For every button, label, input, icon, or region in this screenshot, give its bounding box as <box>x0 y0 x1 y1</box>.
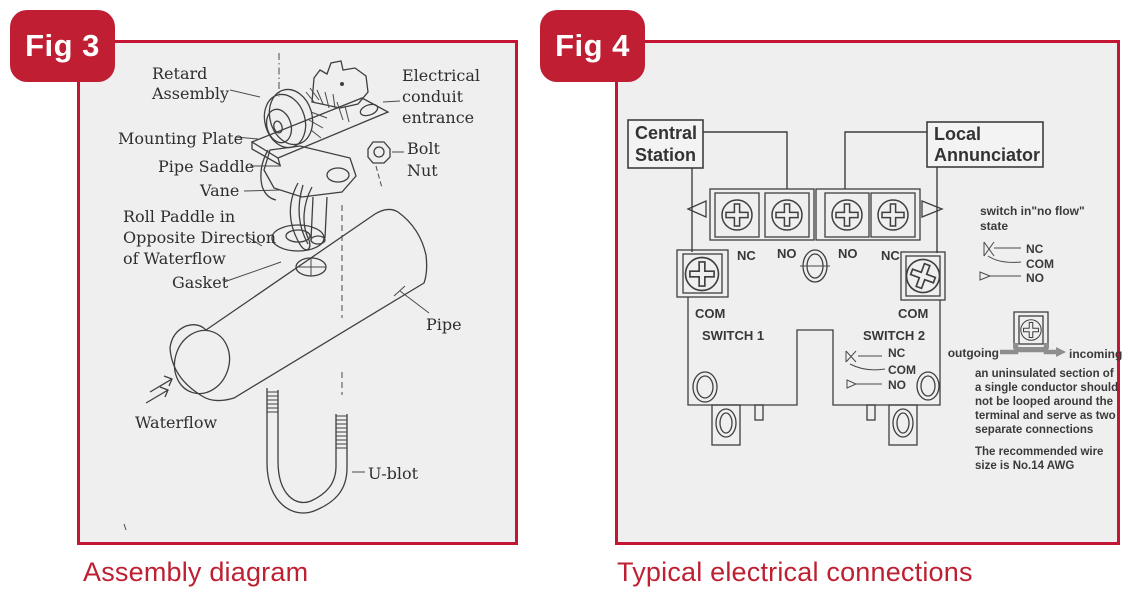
label-bolt: Bolt <box>407 139 441 158</box>
fig3-leader-lines <box>123 89 430 531</box>
central-station-label-1: Central <box>635 123 697 143</box>
label-pipe-saddle: Pipe Saddle <box>158 157 254 176</box>
label-roll-paddle-2: Opposite Direction <box>123 228 276 247</box>
terminal-row-labels: NC NO NO NC <box>737 246 900 263</box>
legend-com: COM <box>1026 257 1054 271</box>
outgoing-label: outgoing <box>948 346 999 360</box>
u-bolt-threads <box>267 391 347 449</box>
label-roll-paddle-1: Roll Paddle in <box>123 207 235 226</box>
label-pipe: Pipe <box>426 315 462 334</box>
warning-line-1: an uninsulated section of <box>975 368 1114 380</box>
com-screw-right <box>900 251 946 301</box>
fig3-badge-label: Fig 3 <box>25 28 100 63</box>
label-waterflow: Waterflow <box>135 413 217 432</box>
switch1-label: SWITCH 1 <box>702 328 764 343</box>
fig4-wires <box>691 131 938 253</box>
incoming-label: incoming <box>1069 347 1122 361</box>
row-label-no1: NO <box>777 246 797 261</box>
detector-assembly-drawing <box>250 60 390 277</box>
label-vane: Vane <box>199 181 239 200</box>
right-arrow-tab <box>921 200 944 218</box>
warning-line-4: terminal and serve as two <box>975 410 1116 422</box>
com-left-label: COM <box>695 306 725 321</box>
com-screw-left <box>676 249 729 298</box>
switch2-com: COM <box>888 363 916 377</box>
recommendation-line-2: size is No.14 AWG <box>975 460 1074 472</box>
terminal-strip <box>686 188 944 283</box>
local-annunciator-label-2: Annunciator <box>934 145 1040 165</box>
fig3-badge: Fig 3 <box>10 10 115 82</box>
local-annunciator-box: Local Annunciator <box>926 121 1044 168</box>
warning-line-3: not be looped around the <box>975 396 1113 408</box>
label-gasket: Gasket <box>172 273 229 292</box>
recommendation-line-1: The recommended wire <box>975 446 1103 458</box>
central-station-box: Central Station <box>627 119 704 169</box>
incoming-arrow <box>1056 347 1066 357</box>
label-u-bolt: U-blot <box>368 464 419 483</box>
row-label-nc2: NC <box>881 248 900 263</box>
label-mounting-plate: Mounting Plate <box>118 129 243 148</box>
warning-line-2: a single conductor should <box>975 382 1118 394</box>
switch2-label: SWITCH 2 <box>863 328 925 343</box>
label-nut: Nut <box>407 161 438 180</box>
switch-labels: COM SWITCH 1 COM SWITCH 2 <box>695 306 928 343</box>
pipe-drawing <box>169 208 428 402</box>
label-retard-1: Retard <box>152 64 207 83</box>
label-conduit-3: entrance <box>402 108 474 127</box>
switch-body <box>687 297 941 446</box>
fig4-badge-label: Fig 4 <box>555 28 630 63</box>
central-station-label-2: Station <box>635 145 696 165</box>
warning-line-5: separate connections <box>975 424 1093 436</box>
u-bolt-drawing <box>266 388 348 514</box>
switch2-contact-symbol: NC COM NO <box>845 346 916 392</box>
fig3-centerlines <box>278 53 343 395</box>
fig3-caption: Assembly diagram <box>83 557 309 587</box>
legend-nc: NC <box>1026 242 1044 256</box>
switch2-nc: NC <box>888 346 906 360</box>
label-conduit-2: conduit <box>402 87 464 106</box>
local-annunciator-label-1: Local <box>934 124 981 144</box>
legend-title-1: switch in"no flow" <box>980 204 1085 218</box>
label-roll-paddle-3: of Waterflow <box>123 249 226 268</box>
legend-title-2: state <box>980 219 1008 233</box>
wiring-note: outgoing incoming an uninsulated section… <box>948 311 1122 472</box>
row-label-no2: NO <box>838 246 858 261</box>
label-retard-2: Assembly <box>151 84 229 103</box>
fig3-labels: Retard Assembly Mounting Plate Pipe Sadd… <box>118 64 480 483</box>
bolt-nut-drawing <box>367 141 391 189</box>
legend-no: NO <box>1026 271 1044 285</box>
no-flow-legend: switch in"no flow" state NC COM NO <box>979 204 1085 285</box>
fig4-caption: Typical electrical connections <box>617 557 973 587</box>
switch2-no: NO <box>888 378 906 392</box>
fig4-badge: Fig 4 <box>540 10 645 82</box>
row-label-nc1: NC <box>737 248 756 263</box>
com-right-label: COM <box>898 306 928 321</box>
left-arrow-tab <box>686 199 707 219</box>
waterflow-arrows <box>145 375 173 404</box>
label-conduit-1: Electrical <box>402 66 480 85</box>
